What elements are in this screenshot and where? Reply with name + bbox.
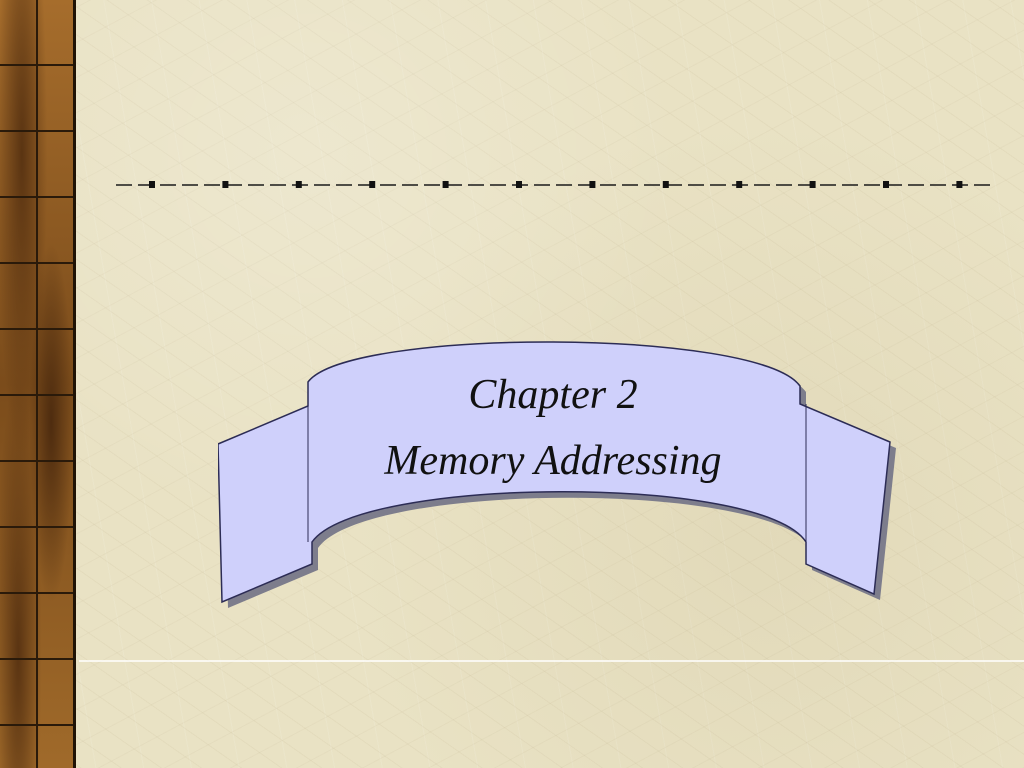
rule-marker [662,181,669,188]
rule-marker [442,181,449,188]
rule-marker [589,181,596,188]
decorative-bottom-rule [79,660,1024,662]
rule-marker [149,181,155,188]
ribbon-banner [218,341,896,608]
rule-marker [956,181,963,188]
rule-marker [736,181,743,188]
rule-marker [809,181,816,188]
rule-marker [222,181,229,188]
title-line-chapter: Chapter 2 [468,372,638,418]
rule-marker [883,181,889,188]
rule-marker [295,181,302,188]
title-line-topic: Memory Addressing [384,438,722,484]
rule-marker [369,181,376,188]
decorative-dashed-rule [116,181,992,188]
rule-marker [516,181,522,188]
decorative-side-strip [0,0,76,768]
slide-title: Chapter 2 Memory Addressing [300,362,806,494]
